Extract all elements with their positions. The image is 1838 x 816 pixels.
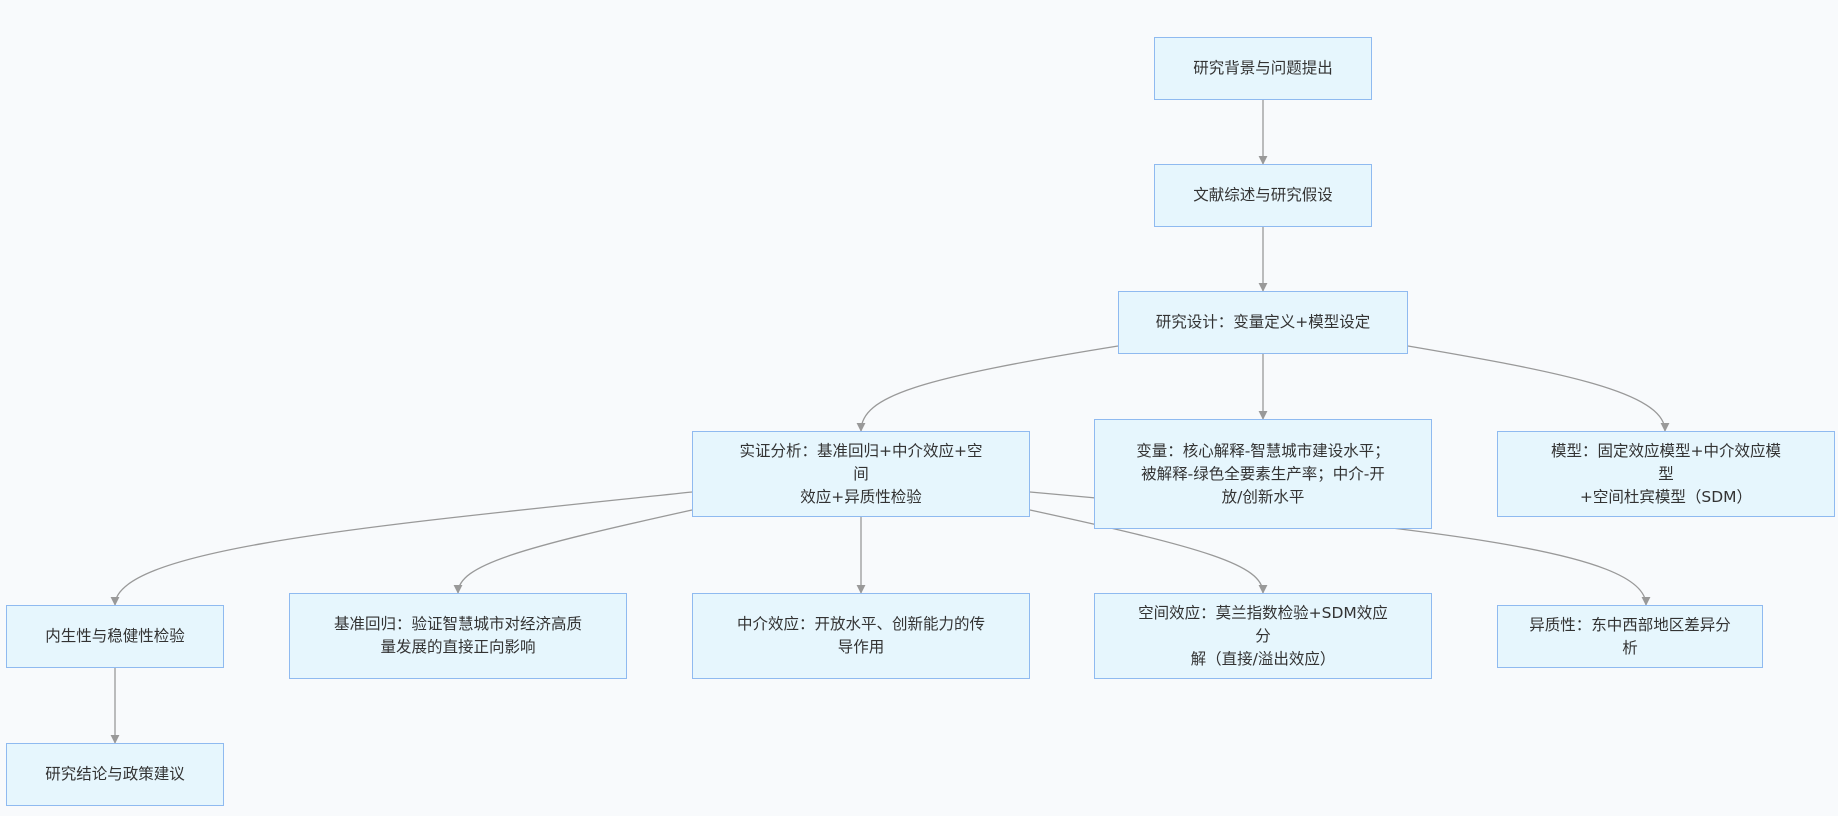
node-text-line: 导作用 [837,638,885,656]
node-mediation-effect: 中介效应：开放水平、创新能力的传 导作用 [692,593,1030,679]
node-models: 模型：固定效应模型+中介效应模型 +空间杜宾模型（SDM） [1497,431,1835,517]
node-heterogeneity: 异质性：东中西部地区差异分析 [1497,605,1763,668]
node-robustness-checks: 内生性与稳健性检验 [6,605,224,668]
node-baseline-regression-label: 基准回归：验证智慧城市对经济高质 量发展的直接正向影响 [334,613,582,659]
node-empirical-analysis: 实证分析：基准回归+中介效应+空间 效应+异质性检验 [692,431,1030,517]
node-conclusion: 研究结论与政策建议 [6,743,224,806]
node-text-line: 放/创新水平 [1221,487,1305,506]
node-variables-label: 变量：核心解释-智慧城市建设水平； 被解释-绿色全要素生产率；中介-开 放/创新… [1136,440,1390,509]
node-text-line: 效应+异质性检验 [800,487,922,506]
node-text-line: 内生性与稳健性检验 [45,627,185,645]
node-literature-review-label: 文献综述与研究假设 [1193,184,1333,207]
node-spatial-effect: 空间效应：莫兰指数检验+SDM效应分 解（直接/溢出效应） [1094,593,1432,679]
node-text-line: 研究设计：变量定义+模型设定 [1155,313,1371,331]
node-text-line: 模型：固定效应模型+中介效应模型 [1551,441,1781,483]
node-research-design: 研究设计：变量定义+模型设定 [1118,291,1408,354]
node-models-label: 模型：固定效应模型+中介效应模型 +空间杜宾模型（SDM） [1548,440,1784,509]
edge-design-to-empirical [856,345,1119,432]
node-spatial-effect-label: 空间效应：莫兰指数检验+SDM效应分 解（直接/溢出效应） [1135,602,1391,671]
node-text-line: 实证分析：基准回归+中介效应+空间 [739,441,983,483]
edge-design-to-models [1407,345,1670,432]
edge-empirical-to-baseline [453,509,693,594]
node-text-line: 解（直接/溢出效应） [1190,649,1336,668]
node-variables: 变量：核心解释-智慧城市建设水平； 被解释-绿色全要素生产率；中介-开 放/创新… [1094,419,1432,529]
node-literature-review: 文献综述与研究假设 [1154,164,1372,227]
node-text-line: 中介效应：开放水平、创新能力的传 [736,615,985,633]
node-text-line: 研究结论与政策建议 [45,765,185,783]
node-text-line: 研究背景与问题提出 [1193,59,1333,77]
node-mediation-effect-label: 中介效应：开放水平、创新能力的传 导作用 [737,613,985,659]
node-text-line: +空间杜宾模型（SDM） [1579,487,1753,506]
node-baseline-regression: 基准回归：验证智慧城市对经济高质 量发展的直接正向影响 [289,593,627,679]
node-research-background-label: 研究背景与问题提出 [1193,57,1333,80]
node-conclusion-label: 研究结论与政策建议 [45,763,185,786]
node-research-background: 研究背景与问题提出 [1154,37,1372,100]
node-text-line: 异质性：东中西部地区差异分析 [1529,615,1731,657]
node-text-line: 量发展的直接正向影响 [380,638,536,656]
node-text-line: 变量：核心解释-智慧城市建设水平； [1136,441,1390,460]
node-text-line: 被解释-绿色全要素生产率；中介-开 [1141,464,1385,483]
node-robustness-checks-label: 内生性与稳健性检验 [45,625,185,648]
edge-empirical-to-robustness [110,491,693,606]
edge-empirical-to-spatial [1029,509,1268,594]
node-text-line: 空间效应：莫兰指数检验+SDM效应分 [1138,603,1388,645]
node-research-design-label: 研究设计：变量定义+模型设定 [1156,311,1371,334]
node-text-line: 文献综述与研究假设 [1193,186,1333,204]
node-heterogeneity-label: 异质性：东中西部地区差异分析 [1524,614,1736,660]
node-empirical-analysis-label: 实证分析：基准回归+中介效应+空间 效应+异质性检验 [733,440,989,509]
node-text-line: 基准回归：验证智慧城市对经济高质 [333,615,582,633]
